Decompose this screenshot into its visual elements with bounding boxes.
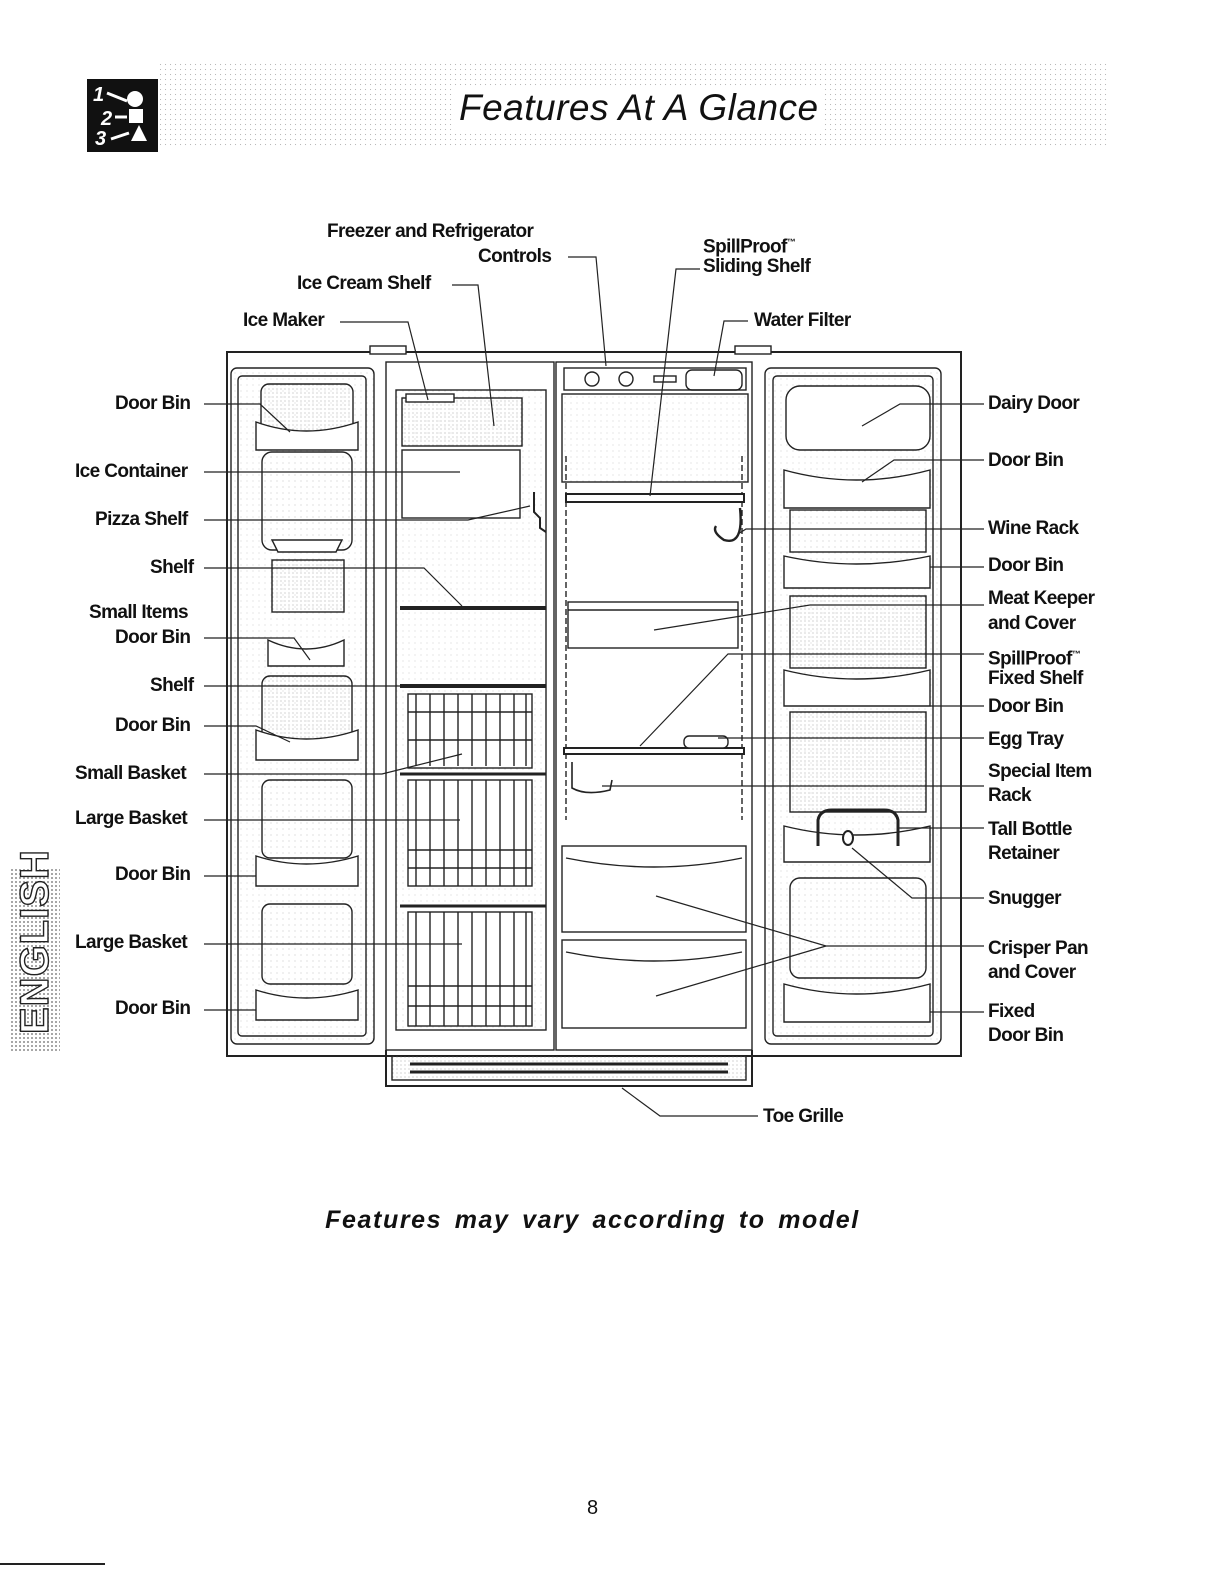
fresh-food-contents bbox=[561, 367, 749, 1029]
toe-grille bbox=[385, 1050, 753, 1087]
step-two: 2 bbox=[100, 108, 112, 130]
label-door-bin-left-4: Door Bin bbox=[115, 998, 191, 1019]
fresh-food-compartment bbox=[555, 361, 753, 1051]
label-fixed: Fixed bbox=[988, 1001, 1035, 1022]
label-sliding-shelf-brand-text: SpillProof bbox=[703, 236, 787, 258]
egg-tray bbox=[683, 735, 729, 749]
caption: Features may vary according to model bbox=[325, 1206, 860, 1234]
label-ice-maker: Ice Maker bbox=[243, 310, 325, 331]
ice-maker bbox=[401, 397, 523, 447]
crisper-pan-2 bbox=[561, 939, 747, 1029]
label-shelf-2: Shelf bbox=[150, 675, 194, 696]
freezer-door-bins bbox=[255, 383, 359, 1021]
label-controls: Freezer and Refrigerator bbox=[327, 221, 534, 242]
small-basket bbox=[407, 693, 533, 769]
leader-lines bbox=[204, 256, 984, 1117]
label-meat-keeper-cover: and Cover bbox=[988, 613, 1076, 634]
label-crisper-pan: Crisper Pan bbox=[988, 938, 1089, 959]
label-door-bin-right-3: Door Bin bbox=[988, 696, 1064, 717]
label-door-bin-left-2: Door Bin bbox=[115, 715, 191, 736]
label-pizza-shelf: Pizza Shelf bbox=[95, 509, 188, 530]
sliding-shelf bbox=[565, 493, 745, 503]
label-ice-cream-shelf: Ice Cream Shelf bbox=[297, 273, 431, 294]
trademark-mark-2: ™ bbox=[1071, 649, 1081, 659]
page-title: Features At A Glance bbox=[455, 86, 823, 130]
label-shelf-1: Shelf bbox=[150, 557, 194, 578]
label-small-basket: Small Basket bbox=[75, 763, 187, 784]
label-snugger: Snugger bbox=[988, 888, 1061, 909]
step-three: 3 bbox=[95, 128, 106, 150]
label-fixed-door-bin: Door Bin bbox=[988, 1025, 1064, 1046]
label-door-bin-right-1: Door Bin bbox=[988, 450, 1064, 471]
label-door-bin-left-1: Door Bin bbox=[115, 393, 191, 414]
language-tab bbox=[10, 868, 60, 1052]
label-tall-bottle: Tall Bottle bbox=[988, 819, 1072, 840]
label-small-items-door-bin: Door Bin bbox=[115, 627, 191, 648]
hinge-right bbox=[734, 345, 772, 355]
label-controls-2: Controls bbox=[478, 246, 552, 267]
fixed-shelf bbox=[563, 747, 745, 755]
label-toe-grille: Toe Grille bbox=[763, 1106, 844, 1127]
label-ice-container: Ice Container bbox=[75, 461, 188, 482]
footer-rule bbox=[0, 1563, 105, 1565]
control-panel bbox=[563, 367, 747, 391]
label-water-filter: Water Filter bbox=[754, 310, 851, 331]
label-special-item-rack: Special Item bbox=[988, 761, 1092, 782]
dairy-door bbox=[785, 385, 931, 451]
label-special-item-rack-2: Rack bbox=[988, 785, 1032, 806]
pizza-shelf-handle bbox=[533, 492, 547, 533]
ice-container bbox=[401, 449, 521, 519]
label-large-basket-1: Large Basket bbox=[75, 808, 188, 829]
trademark-mark: ™ bbox=[786, 237, 796, 247]
hinge-left bbox=[369, 345, 407, 355]
label-fixed-shelf-brand: SpillProof™ bbox=[988, 642, 1081, 671]
label-egg-tray: Egg Tray bbox=[988, 729, 1064, 750]
label-fixed-shelf-brand-text: SpillProof bbox=[988, 648, 1072, 670]
label-wine-rack: Wine Rack bbox=[988, 518, 1079, 539]
large-basket-2 bbox=[407, 911, 533, 1027]
freezer-contents bbox=[400, 393, 547, 1027]
label-large-basket-2: Large Basket bbox=[75, 932, 188, 953]
label-tall-bottle-retainer: Retainer bbox=[988, 843, 1060, 864]
label-door-bin-left-3: Door Bin bbox=[115, 864, 191, 885]
crisper-pan-1 bbox=[561, 845, 747, 933]
tall-bottle-retainer bbox=[816, 808, 900, 846]
label-dairy-door: Dairy Door bbox=[988, 393, 1080, 414]
wine-rack bbox=[713, 507, 742, 543]
numbered-steps-icon: 1 2 3 bbox=[87, 79, 158, 152]
fresh-food-door-bins bbox=[783, 385, 931, 1023]
label-fixed-shelf: Fixed Shelf bbox=[988, 668, 1083, 689]
label-door-bin-right-2: Door Bin bbox=[988, 555, 1064, 576]
meat-keeper bbox=[567, 601, 739, 649]
special-item-rack bbox=[571, 762, 613, 794]
page-number: 8 bbox=[586, 1497, 599, 1519]
label-small-items: Small Items bbox=[89, 602, 189, 623]
label-sliding-shelf: Sliding Shelf bbox=[703, 256, 811, 277]
water-filter bbox=[685, 369, 743, 391]
freezer-compartment bbox=[385, 361, 555, 1051]
large-basket-1 bbox=[407, 779, 533, 887]
label-meat-keeper: Meat Keeper bbox=[988, 588, 1095, 609]
snugger bbox=[842, 830, 854, 846]
step-one: 1 bbox=[93, 84, 104, 106]
label-crisper-pan-cover: and Cover bbox=[988, 962, 1076, 983]
label-sliding-shelf-brand: SpillProof™ bbox=[703, 230, 796, 259]
